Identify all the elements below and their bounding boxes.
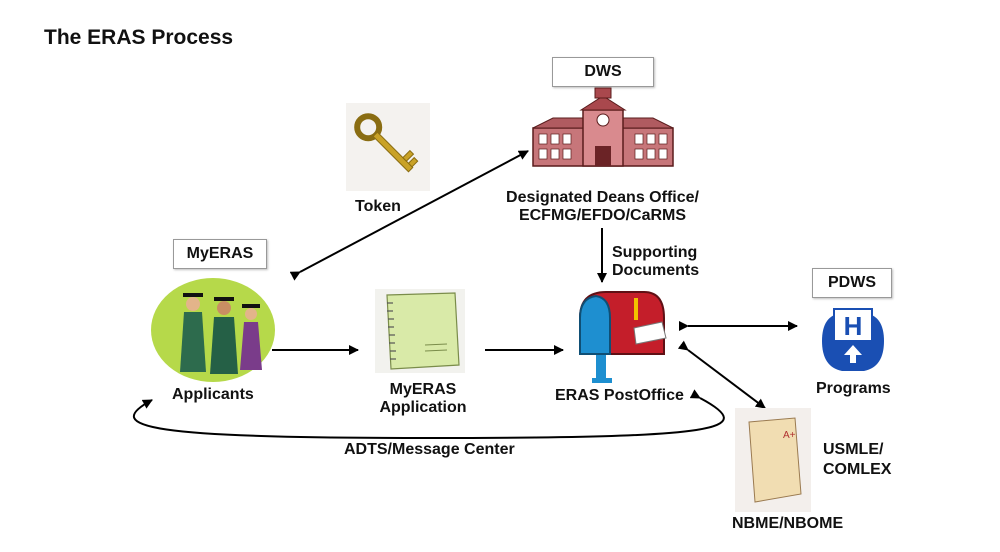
application-document-icon bbox=[375, 289, 465, 373]
nbme-label: NBME/NBOME bbox=[732, 515, 844, 532]
svg-text:H: H bbox=[844, 311, 863, 341]
dws-label-line2: ECFMG/EFDO/CaRMS bbox=[518, 207, 687, 224]
hospital-icon: H bbox=[822, 308, 884, 371]
graduates-icon bbox=[151, 278, 275, 382]
dws-box: DWS bbox=[552, 57, 654, 87]
adts-loop-arrow bbox=[133, 389, 725, 440]
token-card bbox=[346, 103, 430, 191]
page-title: The ERAS Process bbox=[44, 26, 234, 49]
token-arrow bbox=[289, 150, 529, 281]
pdws-box: PDWS bbox=[812, 268, 892, 298]
dws-label-line1: Designated Deans Office/ bbox=[506, 189, 699, 206]
key-icon bbox=[354, 113, 419, 173]
usmle-comlex-label: USMLE/ COMLEX bbox=[823, 440, 891, 480]
mailbox-icon bbox=[579, 291, 667, 383]
postoffice-label: ERAS PostOffice bbox=[555, 387, 684, 404]
application-label-line2: Application bbox=[379, 399, 467, 416]
applicants-label: Applicants bbox=[172, 386, 254, 403]
token-label: Token bbox=[355, 198, 401, 215]
university-building-icon bbox=[532, 87, 674, 167]
exam-paper-icon: A+ bbox=[735, 408, 811, 512]
dws-label: Designated Deans Office/ ECFMG/EFDO/CaRM… bbox=[480, 189, 725, 225]
adts-label: ADTS/Message Center bbox=[344, 441, 515, 458]
supporting-documents-line2: Documents bbox=[612, 262, 700, 279]
application-label: MyERAS Application bbox=[368, 381, 478, 417]
supporting-documents-label: Supporting Documents bbox=[612, 244, 722, 280]
postoffice-nbme-arrow bbox=[677, 340, 766, 409]
supporting-documents-line1: Supporting bbox=[612, 244, 698, 261]
programs-label: Programs bbox=[816, 380, 891, 397]
usmle-line: USMLE/ bbox=[823, 441, 884, 458]
application-label-line1: MyERAS bbox=[389, 381, 457, 398]
myeras-box: MyERAS bbox=[173, 239, 267, 269]
svg-text:A+: A+ bbox=[783, 430, 796, 441]
comlex-line: COMLEX bbox=[823, 461, 892, 478]
